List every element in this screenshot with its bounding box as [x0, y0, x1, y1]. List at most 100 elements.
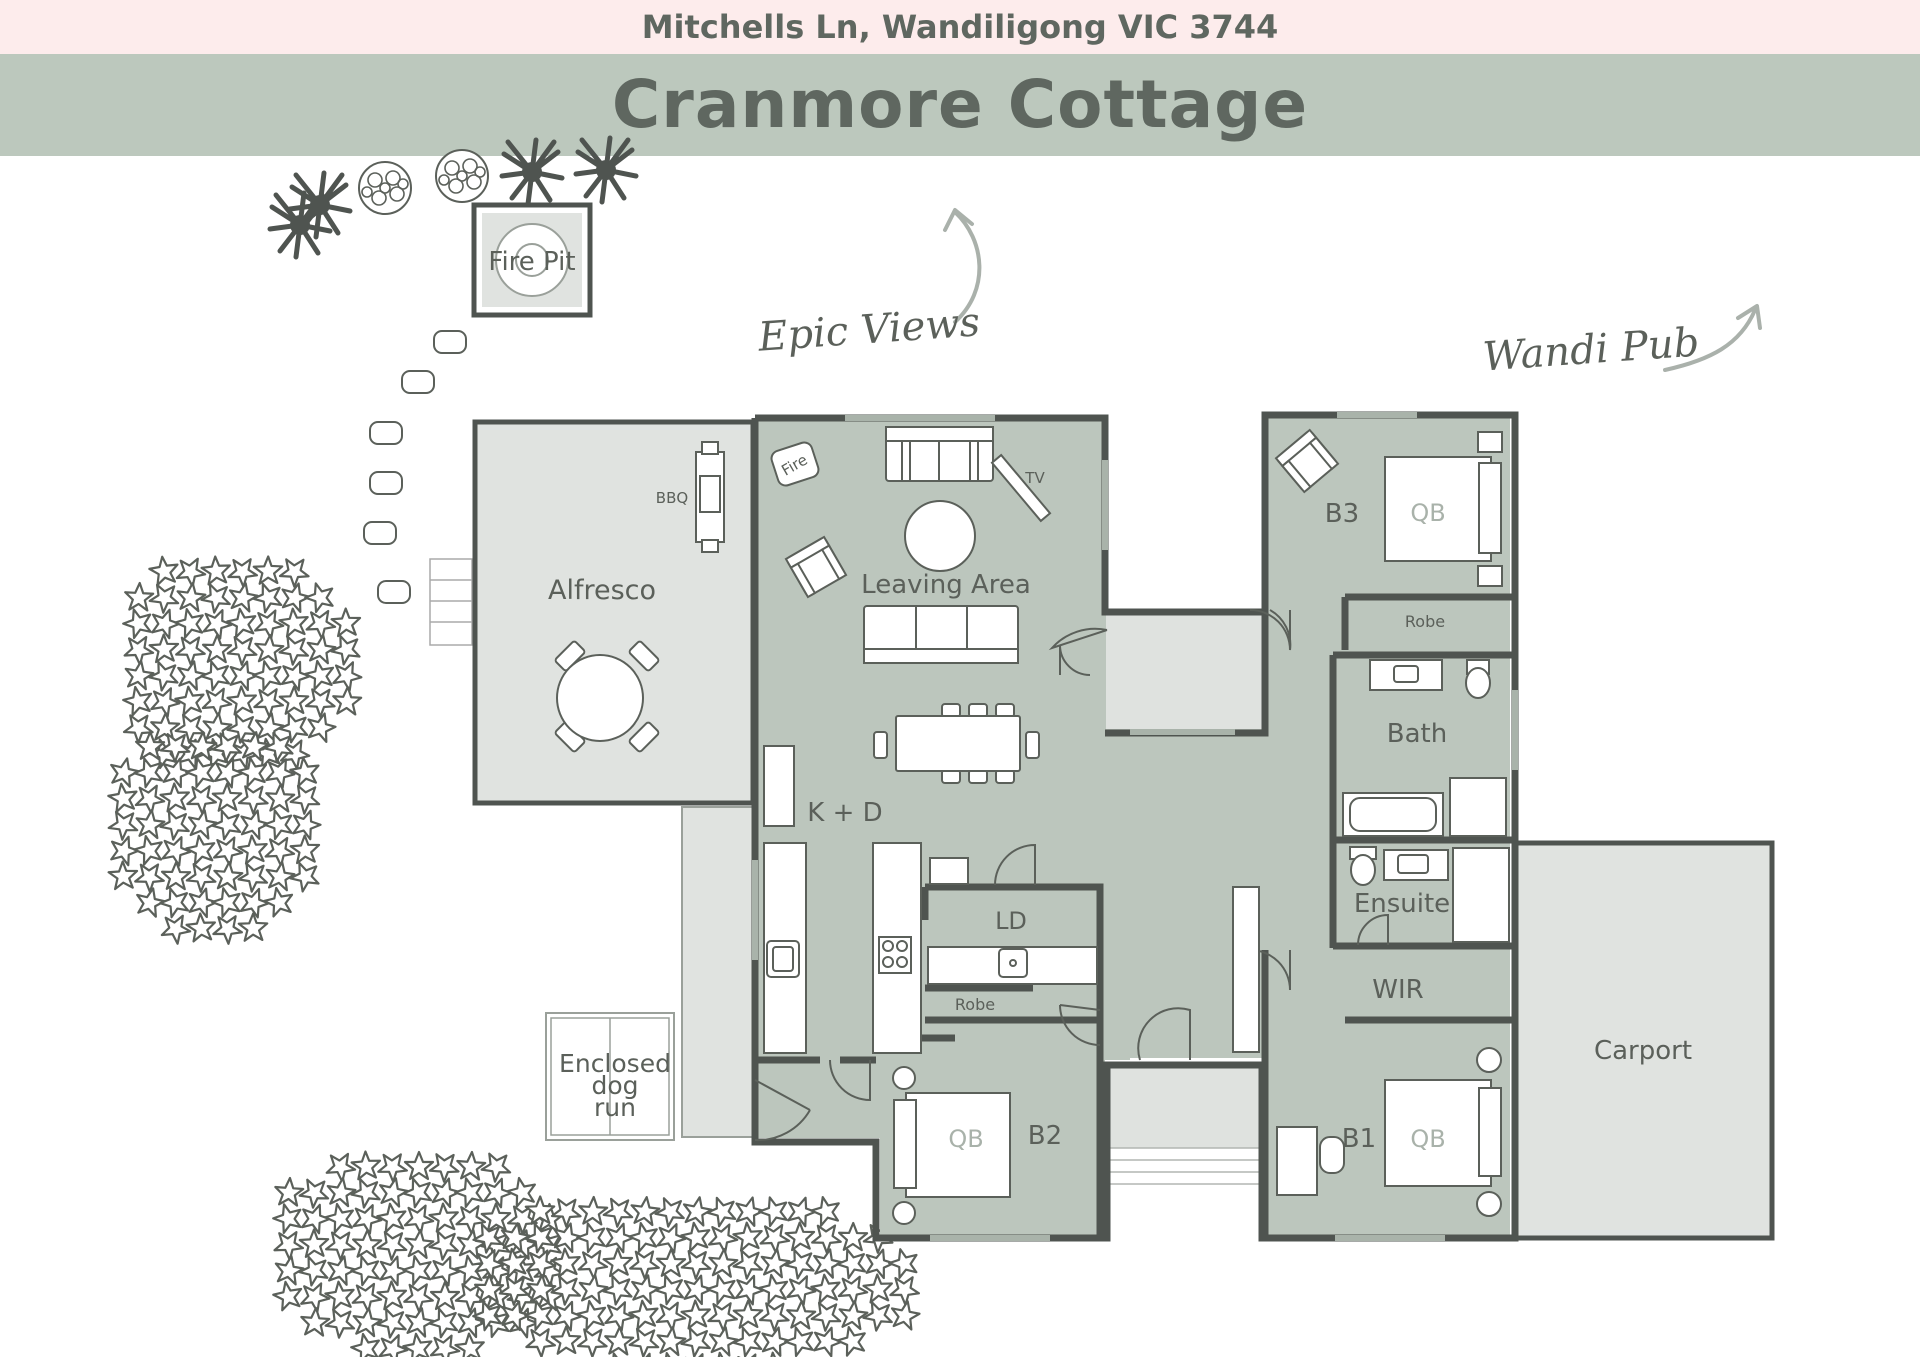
leaf	[887, 1297, 923, 1332]
bottom-bush	[269, 1145, 926, 1357]
leaf	[372, 1223, 414, 1265]
leaf	[351, 1228, 383, 1259]
leaf	[276, 603, 315, 643]
leaf	[678, 1295, 717, 1335]
leaf	[170, 628, 212, 669]
leaf	[625, 1216, 666, 1257]
fire-pit: Fire Pit	[471, 202, 593, 318]
living-furniture	[770, 426, 1052, 664]
ensuite	[1349, 846, 1510, 943]
laundry-label: LD	[995, 907, 1027, 935]
bedroom-2	[892, 1066, 1011, 1225]
leaf	[429, 1280, 461, 1311]
doors	[754, 609, 1389, 1142]
dog-run-label-2: dog	[591, 1071, 638, 1100]
leaf	[248, 576, 290, 618]
leaf	[196, 654, 238, 696]
leaf	[287, 830, 326, 869]
entry-porch	[1106, 1066, 1262, 1148]
leaf	[373, 1197, 414, 1238]
round-shrub	[435, 149, 489, 203]
epic-views-label: Epic Views	[756, 299, 982, 360]
leaf	[294, 1249, 336, 1291]
alfresco-table	[554, 640, 660, 753]
leaf	[807, 1269, 847, 1309]
dog-run-label-1: Enclosed	[559, 1049, 671, 1078]
leaf	[324, 1175, 358, 1208]
leaf	[348, 1146, 387, 1185]
leaf	[208, 881, 249, 923]
hall-cabinet	[1232, 886, 1260, 1053]
leaf	[211, 859, 245, 892]
leaf	[251, 552, 288, 590]
alfresco-area: Alfresco BBQ	[472, 419, 756, 806]
b1-bed-label: QB	[1410, 1125, 1445, 1153]
leaf	[703, 1294, 744, 1335]
round-shrub	[358, 161, 412, 215]
laundry-furniture	[927, 946, 1098, 985]
leaf	[676, 1242, 718, 1284]
leaf	[184, 806, 220, 841]
stepping-stones	[363, 330, 467, 604]
kitchen-furniture	[763, 745, 969, 1054]
leaf	[122, 657, 157, 692]
leaf	[451, 1171, 492, 1213]
alfresco-steps	[429, 558, 473, 646]
leaf	[130, 829, 171, 870]
leaf	[730, 1217, 769, 1257]
leaf	[252, 632, 286, 665]
leaf	[598, 1190, 640, 1232]
b1-label: B1	[1342, 1124, 1376, 1154]
leaf	[263, 858, 298, 893]
leaf	[331, 685, 363, 716]
leaf	[755, 1190, 796, 1232]
leaf	[424, 1301, 466, 1343]
leaf	[104, 778, 144, 818]
leaf	[321, 1197, 362, 1238]
leaf	[171, 602, 212, 643]
b2-bed-label: QB	[948, 1125, 983, 1153]
leaf	[573, 1216, 614, 1258]
b3-robe-label: Robe	[1405, 612, 1445, 631]
leaf	[347, 1327, 388, 1357]
leaf	[157, 778, 196, 818]
leaf	[350, 1305, 384, 1338]
leaf	[655, 1247, 687, 1278]
leaf	[145, 551, 185, 591]
leaf	[224, 681, 263, 721]
dog-run: Enclosed dog run	[545, 1012, 675, 1141]
side-path	[681, 806, 755, 1138]
leaf	[347, 1249, 388, 1291]
leaf	[860, 1269, 899, 1309]
leaf	[181, 855, 223, 897]
windows	[752, 412, 1518, 1241]
leaf	[233, 777, 275, 818]
laundry-robe-label: Robe	[955, 995, 995, 1014]
leaf	[207, 803, 249, 845]
leaf	[300, 680, 342, 721]
leaf	[836, 1298, 870, 1331]
leaf	[249, 654, 290, 696]
fern-shrub	[576, 138, 636, 202]
leaf	[650, 1268, 692, 1310]
leaf	[174, 580, 208, 613]
leaf	[702, 1190, 744, 1232]
leaf	[833, 1320, 874, 1357]
leaf	[269, 1197, 310, 1239]
leaf	[320, 1223, 362, 1264]
leaf	[200, 710, 234, 743]
leaf	[600, 1243, 639, 1282]
leaf	[573, 1294, 614, 1335]
kitchen-label: K + D	[807, 798, 882, 828]
leaf	[133, 807, 167, 840]
leaf	[603, 1325, 635, 1356]
epic-views-annotation: Epic Views	[756, 208, 982, 361]
leaf	[210, 779, 247, 817]
leaf	[885, 1268, 926, 1309]
leaf	[149, 711, 181, 742]
leaf	[328, 603, 367, 642]
leaf	[249, 680, 290, 721]
leaf	[425, 1327, 466, 1357]
tv-label: TV	[1024, 469, 1045, 487]
leaf	[223, 550, 264, 591]
